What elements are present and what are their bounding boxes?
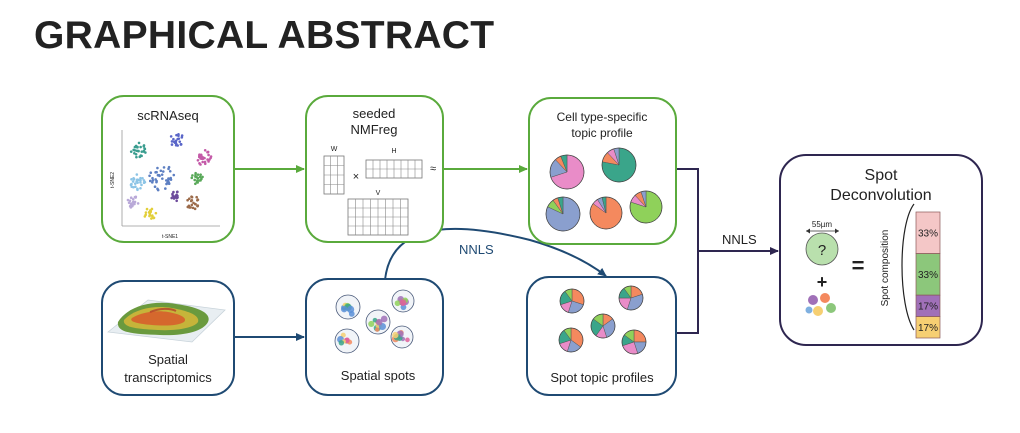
node-nmf: seeded NMFreg W × H ≈ V (305, 95, 444, 243)
topic-pie-4 (589, 196, 623, 230)
composition-percent-label: 17% (918, 323, 938, 334)
spatial-spot-4 (334, 328, 360, 354)
matrix-w-label: W (331, 146, 338, 153)
matrix-w: W (323, 146, 345, 195)
node-spot-topic: Spot topic profiles (526, 276, 677, 396)
composition-bracket (901, 203, 915, 331)
tsne-cluster (148, 165, 176, 192)
composition-percent-label: 33% (918, 228, 938, 239)
spatial-spot-5 (390, 325, 414, 349)
spatial-spot-circles (334, 289, 415, 354)
spot-topic-label: Spot topic profiles (550, 370, 654, 385)
nmf-approx: ≈ (430, 163, 436, 175)
spot-size-label: 55µm (812, 220, 833, 229)
tsne-plot: t-SNE1 t-SNE2 (110, 130, 220, 240)
node-topic-profile: Cell type-specific topic profile (528, 97, 677, 245)
unknown-spot-circle (805, 232, 839, 266)
spatial-spot-1 (335, 294, 361, 320)
deconv-label-line2: Deconvolution (830, 187, 931, 204)
node-spatial-spots: Spatial spots (305, 278, 444, 396)
topic-pie-2 (601, 147, 637, 183)
composition-segment: 33% (915, 211, 941, 254)
spatial-tx-label-line1: Spatial (148, 352, 188, 367)
edge-spots-nnls-to-spot-topic (384, 227, 607, 281)
topic-pie-3 (545, 196, 581, 232)
tsne-cluster (129, 173, 147, 192)
spatial-spot-3 (365, 309, 391, 335)
tsne-axis-x-label: t-SNE1 (162, 234, 178, 240)
spatial-spots-label: Spatial spots (341, 368, 416, 383)
topic-profile-label-line1: Cell type-specific (557, 110, 648, 124)
unknown-spot-question: ? (818, 242, 826, 259)
node-scrnaseq: scRNAseq t-SNE1 t-SNE2 (101, 95, 235, 243)
page-title: GRAPHICAL ABSTRACT (34, 14, 495, 57)
spatial-tx-label-line2: transcriptomics (124, 370, 212, 385)
edge-merge-to-deconvolution (676, 168, 779, 334)
spot-pie-1 (559, 288, 585, 314)
tsne-cluster (196, 149, 213, 166)
node-deconvolution: Spot Deconvolution 55µm ? + = Spot compo… (779, 154, 983, 346)
composition-percent-label: 33% (918, 270, 938, 281)
tissue-section-image (107, 299, 226, 343)
spot-composition-axis-label: Spot composition (880, 230, 891, 307)
matrix-h: H (365, 148, 423, 179)
deconv-label-line1: Spot (865, 167, 898, 184)
spot-pie-5 (621, 329, 647, 355)
tsne-cluster (170, 190, 179, 203)
nmf-times: × (353, 171, 359, 183)
tsne-cluster (190, 171, 204, 186)
cell-cluster-image (805, 293, 836, 316)
matrix-h-label: H (391, 148, 396, 155)
composition-segment: 33% (915, 253, 941, 296)
tsne-clusters (126, 132, 213, 220)
nmf-label-line2: NMFreg (351, 122, 398, 137)
composition-percent-label: 17% (918, 301, 938, 312)
spatial-spot-2 (391, 289, 415, 313)
tsne-cluster (143, 207, 158, 220)
spot-topic-pies (558, 285, 647, 355)
topic-profile-label-line2: topic profile (571, 126, 633, 140)
spot-size-indicator: 55µm (806, 220, 839, 234)
composition-segment: 17% (915, 294, 941, 317)
deconv-plus: + (817, 272, 828, 292)
topic-profile-pies (545, 147, 663, 232)
matrix-v: V (347, 190, 409, 236)
tsne-cluster (126, 195, 140, 209)
nnls-upper-label: NNLS (459, 242, 494, 257)
topic-pie-5 (629, 190, 663, 224)
scrnaseq-label: scRNAseq (137, 108, 198, 123)
spot-pie-3 (590, 313, 616, 339)
nnls-right-label: NNLS (722, 232, 757, 247)
tsne-cluster (129, 141, 147, 159)
deconv-equals: = (852, 253, 865, 278)
topic-pie-1 (549, 154, 585, 190)
tsne-axis-y-label: t-SNE2 (110, 172, 116, 188)
nmf-label-line1: seeded (353, 106, 396, 121)
spot-composition-bar: 33% 33% 17% 17% (915, 211, 941, 339)
node-spatial-tx: Spatial transcriptomics (101, 280, 235, 396)
tsne-cluster (186, 195, 200, 211)
spot-pie-2 (618, 285, 644, 311)
composition-segment: 17% (915, 316, 941, 339)
matrix-v-label: V (376, 190, 381, 197)
spot-pie-4 (558, 327, 584, 353)
tsne-cluster (169, 132, 184, 147)
